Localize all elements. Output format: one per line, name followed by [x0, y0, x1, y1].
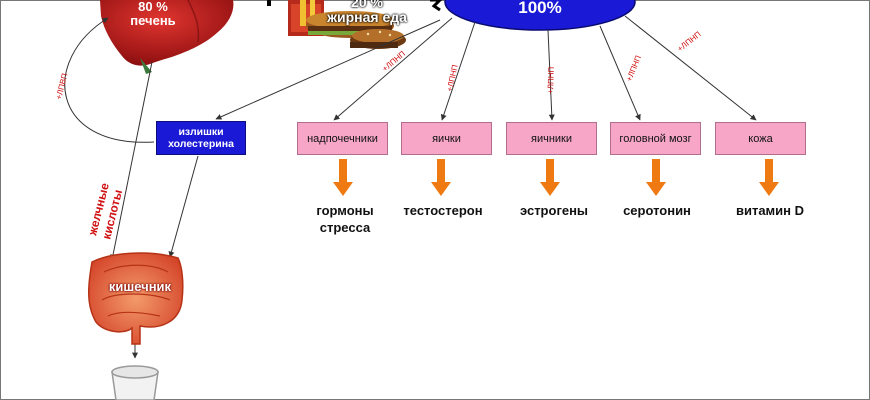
intestine-icon [88, 252, 184, 345]
liver-name: печень [130, 13, 176, 28]
outcome-testosterone: тестостерон [403, 203, 483, 218]
outcome-serotonin: серотонин [623, 203, 691, 218]
total-percent: 100% [518, 0, 562, 17]
total-ellipse [444, 0, 636, 31]
ldl-label-1: +ЛПНП [381, 49, 408, 74]
fast-food-icon [288, 0, 406, 49]
outcome-stress-hormones: гормоны стресса [285, 202, 405, 236]
excess-cholesterol-box: излишки холестерина [156, 121, 246, 155]
ldl-label-3: +ЛПНП [546, 66, 556, 94]
organ-label: яичники [530, 132, 572, 145]
ldl-label-2: +ЛПНП [445, 64, 460, 93]
hdl-label: +ЛПВП [54, 72, 69, 100]
organ-box-testes: яички [401, 122, 492, 155]
ldl-label-4: +ЛПНП [625, 54, 644, 83]
liver-icon [100, 0, 234, 74]
organ-label: головной мозг [619, 132, 692, 145]
organ-box-brain: головной мозг [610, 122, 701, 155]
excess-cholesterol-label: излишки холестерина [168, 126, 234, 150]
organ-label: яички [432, 132, 461, 145]
intestine-label: кишечник [108, 279, 172, 294]
organ-label: кожа [748, 132, 773, 145]
toilet-icon [111, 365, 159, 400]
liver-label: 80 % печень [108, 0, 198, 28]
outcome-estrogens: эстрогены [519, 203, 589, 218]
orange-arrows [333, 159, 779, 196]
outcome-vitamin-d: витамин D [735, 203, 805, 218]
food-percent: 20 % [351, 0, 383, 10]
ldl-arrows [64, 15, 757, 359]
organ-label: надпочечники [307, 132, 378, 145]
plus-sign [267, 0, 271, 6]
liver-percent: 80 % [138, 0, 168, 14]
outcome-text: гормоны стресса [316, 203, 374, 235]
equals-sign [430, 0, 443, 12]
organ-box-skin: кожа [715, 122, 806, 155]
ldl-label-5: +ЛПНП [676, 30, 703, 54]
organ-box-adrenal: надпочечники [297, 122, 388, 155]
food-label: 20 % жирная еда [312, 0, 422, 25]
food-name: жирная еда [327, 9, 407, 25]
organ-box-ovaries: яичники [506, 122, 597, 155]
